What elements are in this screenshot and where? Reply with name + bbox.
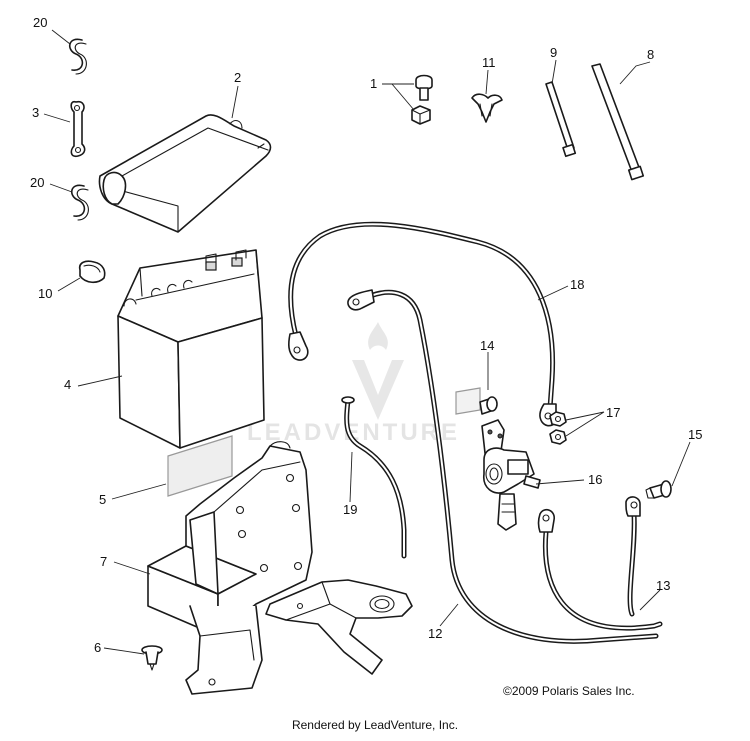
part-19-vent-tube[interactable] (341, 396, 407, 559)
part-16-solenoid[interactable] (481, 419, 541, 531)
callout-10: 10 (38, 286, 52, 301)
callout-19: 19 (343, 502, 357, 517)
callout-12: 12 (428, 626, 442, 641)
part-5-decal[interactable] (167, 435, 233, 497)
part-17-nuts[interactable] (549, 411, 567, 445)
callout-11: 11 (482, 55, 496, 70)
part-15-screw[interactable] (645, 480, 672, 499)
callout-labels: 20 2 3 20 10 4 5 7 6 1 11 9 8 18 14 17 1… (30, 15, 702, 655)
part-6-push-rivet[interactable] (141, 645, 163, 671)
callout-15: 15 (688, 427, 702, 442)
leader-lines (43, 29, 691, 655)
part-4-battery[interactable] (117, 249, 265, 449)
part-2-battery-cover[interactable] (98, 114, 272, 233)
part-11-wire-clip[interactable] (471, 93, 503, 123)
part-7-battery-bracket[interactable] (147, 441, 313, 695)
part-14-screw[interactable] (455, 387, 498, 415)
callout-6: 6 (94, 640, 101, 655)
part-1-bolt-and-nut[interactable] (411, 74, 433, 125)
part-3-hold-down-strap[interactable] (70, 100, 86, 158)
callout-1: 1 (370, 76, 377, 91)
callout-9: 9 (550, 45, 557, 60)
lower-mount-bracket[interactable] (265, 579, 413, 675)
callout-17: 17 (606, 405, 620, 420)
leadventure-watermark: LEADVENTURE (247, 322, 457, 446)
part-20-clip-bottom[interactable] (71, 184, 89, 221)
callout-20-top: 20 (33, 15, 47, 30)
part-12-cable[interactable] (347, 289, 659, 644)
callout-20-bottom: 20 (30, 175, 44, 190)
callout-7: 7 (100, 554, 107, 569)
callout-13: 13 (656, 578, 670, 593)
callout-18: 18 (570, 277, 584, 292)
callout-3: 3 (32, 105, 39, 120)
callout-14: 14 (480, 338, 494, 353)
callout-16: 16 (588, 472, 602, 487)
rendered-by-footer: Rendered by LeadVenture, Inc. (291, 718, 459, 732)
part-13-cable[interactable] (537, 496, 663, 631)
part-8-cable-tie[interactable] (591, 63, 645, 181)
part-10-terminal-cap[interactable] (78, 260, 106, 284)
callout-5: 5 (99, 492, 106, 507)
callout-4: 4 (64, 377, 71, 392)
callout-8: 8 (647, 47, 654, 62)
callout-2: 2 (234, 70, 241, 85)
copyright-notice: ©2009 Polaris Sales Inc. (503, 684, 635, 698)
part-9-cable-tie[interactable] (545, 81, 577, 158)
part-20-clip-top[interactable] (69, 38, 87, 75)
